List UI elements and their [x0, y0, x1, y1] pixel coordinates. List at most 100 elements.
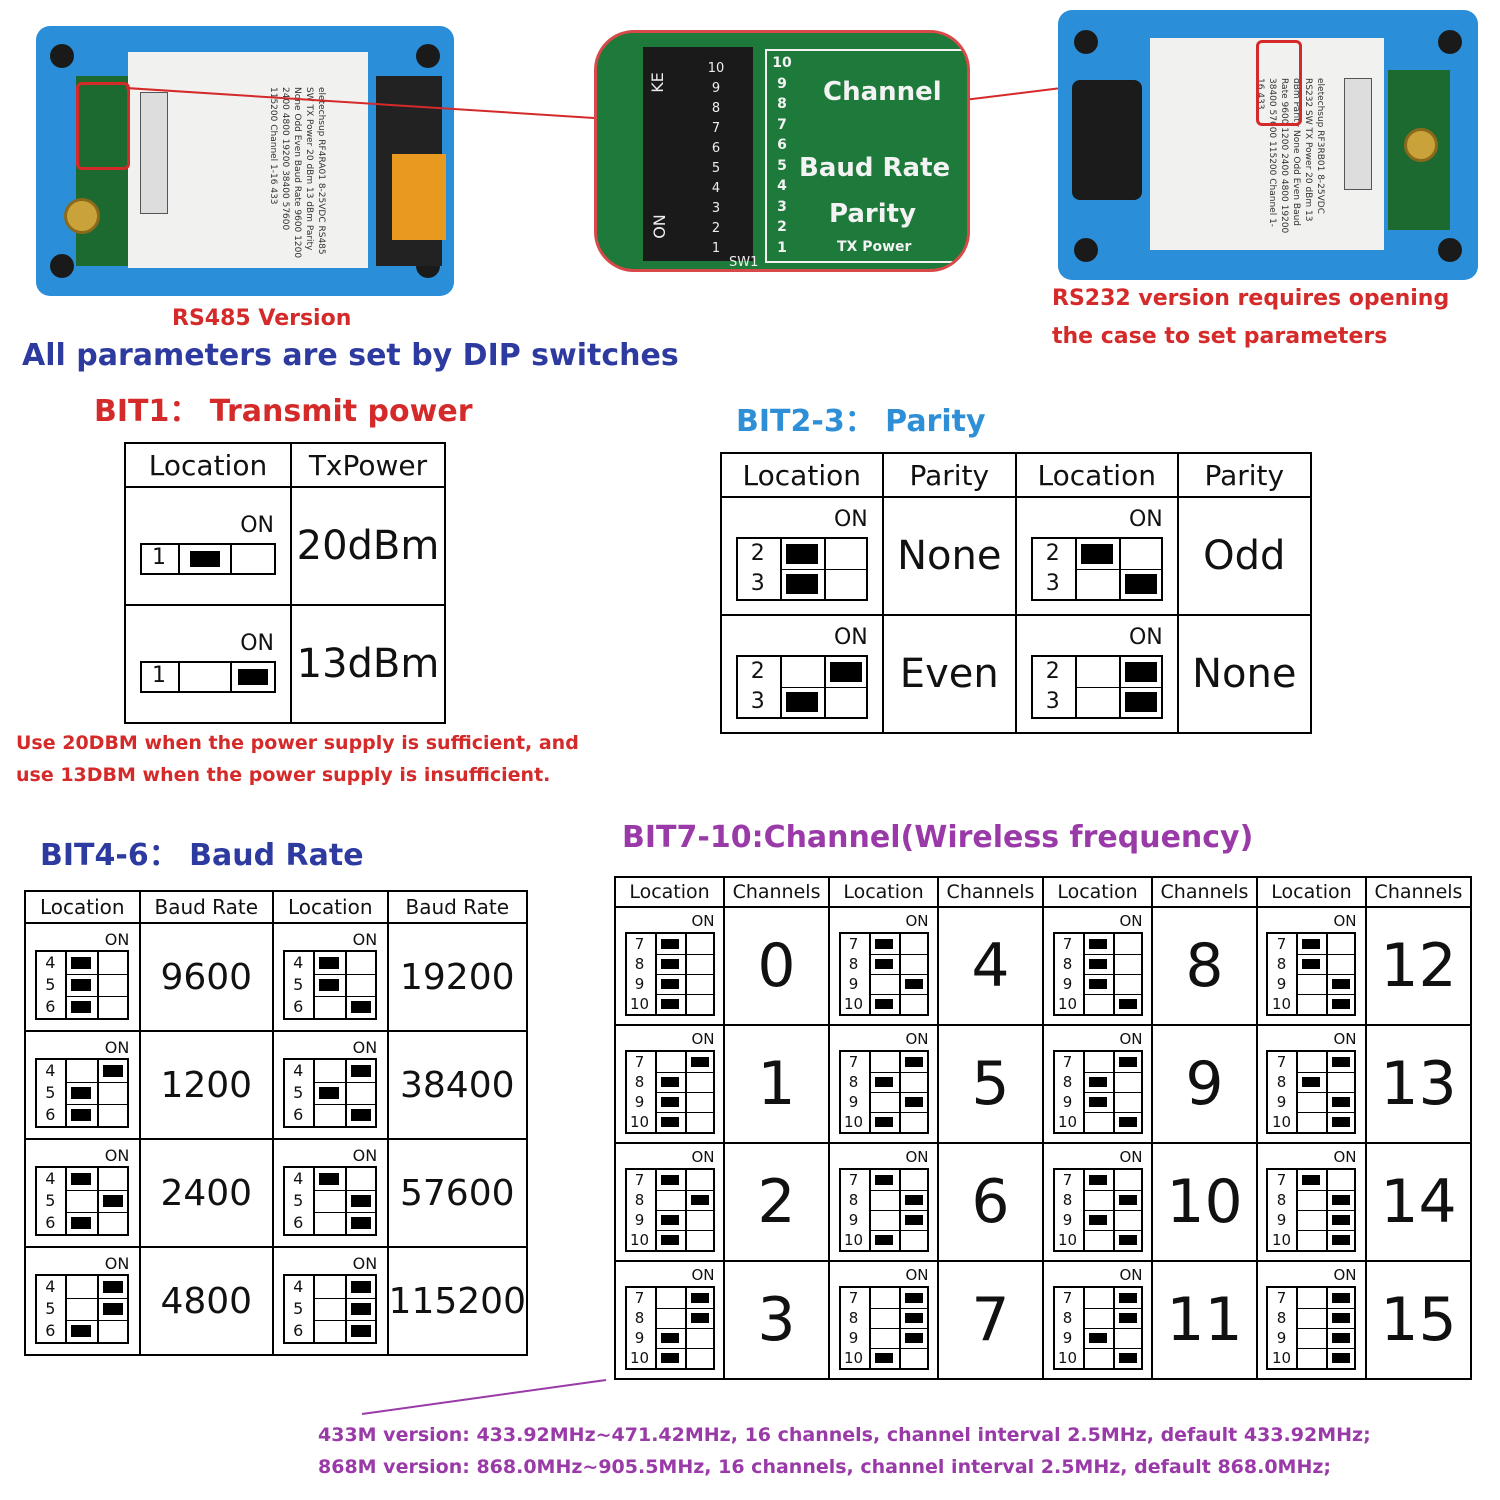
dip-knob: [874, 1117, 893, 1127]
bit1-value-20dbm: 20dBm: [290, 486, 446, 606]
dip-row-divider: [313, 996, 378, 997]
dip-pin-number: 7: [1062, 1053, 1073, 1071]
dip-knob: [1088, 1097, 1107, 1107]
value-cell: Odd: [1176, 496, 1313, 616]
dip-knob: [71, 979, 92, 991]
dip-knob: [319, 979, 340, 991]
dip-knob: [904, 1097, 923, 1107]
dip-pin-number: 8: [634, 1309, 645, 1327]
dip-pin-number: 8: [1062, 1309, 1073, 1327]
dip-knob: [874, 1077, 893, 1087]
dip-row-divider: [1296, 1072, 1357, 1073]
dip-knob: [1302, 959, 1321, 969]
dip-pin-number: 7: [848, 1289, 859, 1307]
table-header: Location: [271, 890, 389, 924]
dip-row-divider: [868, 1230, 929, 1231]
value-cell: 12: [1365, 906, 1472, 1026]
dip-knob: [1124, 662, 1157, 682]
dip-knob: [351, 1109, 372, 1121]
bit1-note-line2: use 13DBM when the power supply is insuf…: [16, 764, 551, 786]
dip-knob: [1118, 1195, 1137, 1205]
dip-pin-number: 2: [750, 541, 765, 566]
footer-line2: 868M version: 868.0MHz~905.5MHz, 16 chan…: [318, 1456, 1332, 1478]
bit1-title: BIT1： Transmit power: [94, 394, 473, 429]
value-cell: 11: [1151, 1260, 1258, 1380]
dip-pin-number: 8: [1276, 1073, 1287, 1091]
table-header: Channels: [1151, 876, 1258, 908]
dip-pin-number: 6: [45, 1321, 56, 1340]
dip-pin-number: 8: [1276, 955, 1287, 973]
dip-knob: [1118, 1117, 1137, 1127]
dip-pin-number: 9: [1062, 1093, 1073, 1111]
value-cell: 1200: [138, 1030, 274, 1140]
dip-pin-number: 7: [1276, 1289, 1287, 1307]
dip-pin-number: 10: [1057, 1113, 1078, 1131]
dip-row-divider: [654, 1230, 715, 1231]
dip-row-divider: [1296, 974, 1357, 975]
dip-divider: [313, 1166, 316, 1236]
value-cell: 115200: [386, 1246, 529, 1356]
dip-pin-number: 6: [293, 1213, 304, 1232]
dip-row-divider: [868, 1190, 929, 1191]
rs232-label-text: eletechsup: [1315, 78, 1325, 128]
dip-pin-number: 6: [45, 1105, 56, 1124]
dip-on-label: ON: [1119, 1266, 1143, 1284]
bit1-switch-cell: ON 1: [124, 486, 292, 606]
dip-knob: [660, 1175, 679, 1185]
dip-knob: [1088, 979, 1107, 989]
dip-knob: [1124, 692, 1157, 712]
dip-pin-number: 5: [45, 975, 56, 994]
dip-divider: [345, 950, 348, 1020]
bit1-header-txpower: TxPower: [290, 442, 446, 488]
dip-pin-number: 6: [45, 1213, 56, 1232]
value-cell: None: [1176, 614, 1313, 734]
dip-row-divider: [1296, 994, 1357, 995]
dip-row-divider: [1082, 1230, 1143, 1231]
dip-pin-number: 8: [634, 1073, 645, 1091]
dip-knob: [1118, 1313, 1137, 1323]
value-cell: Even: [881, 614, 1017, 734]
dip-divider: [345, 1058, 348, 1128]
dip-knob: [660, 959, 679, 969]
dip-row-divider: [1296, 1328, 1357, 1329]
table-header: Baud Rate: [138, 890, 274, 924]
dip-row-divider: [654, 1072, 715, 1073]
dip-row-divider: [868, 954, 929, 955]
value-cell: 3: [723, 1260, 830, 1380]
dip-row-divider: [654, 1092, 715, 1093]
dip-on-label: ON: [905, 1148, 929, 1166]
dip-knob: [319, 1087, 340, 1099]
dip-knob: [71, 1325, 92, 1337]
dip-knob: [71, 1173, 92, 1185]
dip-divider: [313, 950, 316, 1020]
dip-row-divider: [868, 1328, 929, 1329]
dip-on-label: ON: [691, 1148, 715, 1166]
dip-row-divider: [868, 1348, 929, 1349]
dip-pin-number: 9: [634, 975, 645, 993]
dip-on-label: ON: [833, 507, 868, 532]
dip-knob: [829, 662, 862, 682]
dip-knob: [690, 1195, 709, 1205]
page-headline: All parameters are set by DIP switches: [22, 338, 679, 373]
dip-pin-number: 10: [843, 995, 864, 1013]
dip-row-divider: [654, 974, 715, 975]
dip-knob: [351, 1303, 372, 1315]
rs232-caption-line2: the case to set parameters: [1052, 324, 1388, 349]
